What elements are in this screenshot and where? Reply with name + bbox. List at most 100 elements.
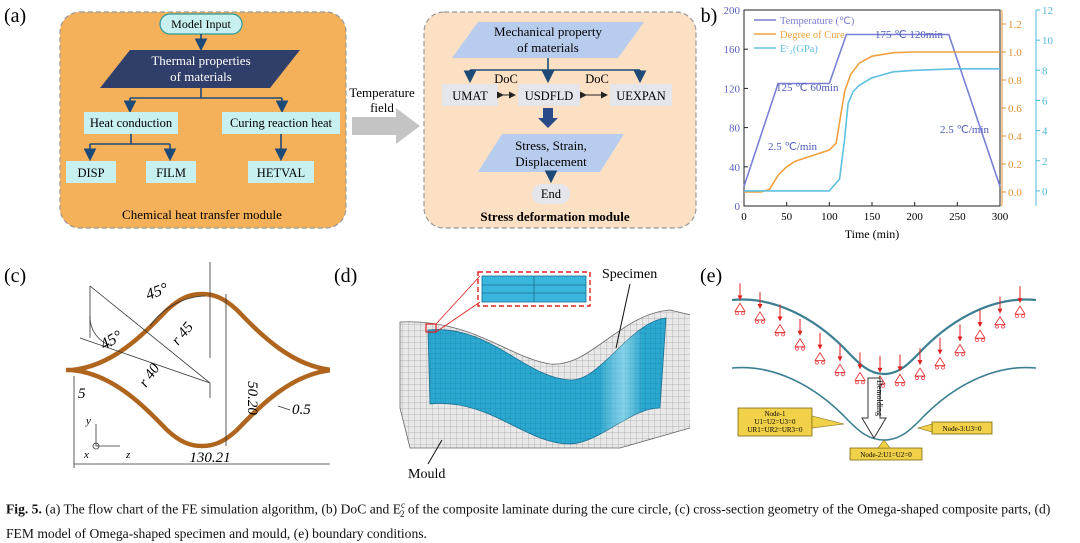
node1-text-3: UR1=UR2=UR3=0 — [747, 426, 803, 434]
y-right2-tick-label: 6 — [1042, 95, 1048, 107]
series-line-3 — [744, 68, 1000, 192]
arrow-to-ssd — [538, 108, 558, 128]
support-roller — [761, 320, 765, 324]
node2-pointer — [877, 439, 891, 449]
pressure-arrow-head — [757, 303, 763, 309]
y-left-tick-label: 80 — [729, 123, 741, 135]
usdfld-text: USDFLD — [525, 89, 574, 103]
legend-label-3: Eᶜ₂(GPa) — [780, 44, 818, 55]
support-roller — [995, 324, 999, 329]
figure-caption: Fig. 5. (a) The flow chart of the FE sim… — [6, 496, 1076, 543]
doc-right-text: DoC — [585, 72, 609, 86]
width-text: 130.21 — [189, 450, 230, 466]
anno-seg1: 125 ℃ 60min — [776, 82, 839, 94]
angle-arc-top — [149, 295, 206, 327]
axis-origin — [92, 442, 100, 450]
usdfld-box — [518, 84, 580, 106]
uexpan-text: UEXPAN — [616, 89, 666, 103]
axis-y-text: y — [85, 415, 91, 427]
pressure-arrow-head — [877, 367, 883, 373]
node3-pointer — [916, 423, 933, 433]
curing-heat-text: Curing reaction heat — [230, 116, 333, 130]
x-tick-label: 250 — [949, 211, 966, 223]
mould-leader — [427, 439, 443, 465]
ssd-text-2: Displacement — [515, 154, 587, 169]
y-right2-tick-label: 10 — [1042, 35, 1054, 47]
y-right2-tick-label: 8 — [1042, 65, 1048, 77]
pressure-arrow-head — [837, 356, 843, 362]
support-roller — [1021, 314, 1025, 318]
y-right2-tick-label: 2 — [1042, 156, 1048, 168]
support-roller — [755, 320, 759, 324]
panel-c: (c) 45° 45° r 45 r 40 50.20 5 0.5 130.21… — [4, 262, 330, 468]
hetval-text: HETVAL — [257, 166, 305, 180]
support-roller — [921, 376, 925, 380]
construct-line-2 — [89, 285, 211, 384]
laminate-curve-top — [731, 298, 1037, 376]
support-roller — [1015, 314, 1019, 318]
zoom-line-1 — [435, 275, 481, 325]
node3-text: Node-3:U3=0 — [943, 425, 982, 433]
x-tick-label: 150 — [864, 211, 881, 223]
support-roller — [801, 347, 805, 351]
node1-text-2: U1=U2=U3=0 — [754, 418, 796, 426]
support-roller — [881, 384, 885, 388]
support-triangle — [774, 323, 786, 333]
umat-text: UMAT — [452, 89, 488, 103]
support-triangle — [1014, 305, 1026, 315]
panel-e: (e) Demolding Node-1 U1=U2=U3=0 UR1=UR2=… — [700, 265, 1037, 461]
support-triangle — [914, 367, 926, 377]
film-box — [146, 161, 196, 183]
temperature-field-arrow — [352, 108, 420, 144]
specimen-label: Specimen — [602, 267, 657, 282]
y-right1-tick-label: 0.0 — [1008, 187, 1022, 199]
anno-seg2: 175 ℃ 120min — [875, 29, 943, 41]
pressure-arrow-head — [857, 364, 863, 370]
panel-b-label: (b) — [700, 5, 717, 27]
pressure-arrow-head — [897, 366, 903, 372]
node1-text-1: Node-1 — [765, 410, 786, 418]
demolding-arrow — [861, 377, 887, 439]
support-roller — [1001, 324, 1005, 329]
thermal-text-2: of materials — [170, 69, 232, 84]
axis-z-text: z — [125, 449, 131, 461]
x-tick-label: 50 — [781, 211, 793, 223]
model-input-text: Model Input — [171, 17, 231, 31]
support-roller — [815, 360, 819, 365]
pressure-arrow-head — [737, 295, 743, 301]
support-triangle — [934, 356, 946, 367]
node1-pointer — [811, 415, 845, 429]
uexpan-box — [610, 84, 672, 106]
x-axis-label: Time (min) — [845, 227, 900, 241]
zoom-line-2 — [435, 301, 481, 333]
y-right2-tick-label: 4 — [1042, 126, 1048, 138]
heat-conduction-box — [84, 112, 178, 134]
zoom-source-box — [425, 323, 437, 333]
specimen-leader — [615, 283, 631, 349]
y-right1-tick-label: 0.6 — [1008, 103, 1022, 115]
pressure-arrow-head — [777, 316, 783, 322]
pressure-arrow-head — [917, 360, 923, 366]
support-roller — [981, 338, 985, 342]
legend-label-2: Degree of Cure — [780, 30, 845, 41]
x-tick-label: 300 — [992, 211, 1009, 223]
support-triangle — [954, 343, 966, 353]
y-right1-tick-label: 0.2 — [1008, 159, 1022, 171]
angle-arc-left — [89, 315, 113, 347]
curing-heat-box — [222, 112, 340, 134]
y-right1-tick-label: 1.0 — [1008, 47, 1022, 59]
panel-a: (a) Model Input Thermal properties of ma… — [4, 5, 697, 229]
y-right2-tick-label: 12 — [1042, 5, 1053, 17]
pressure-arrow-head — [817, 344, 823, 350]
panel-e-label: (e) — [700, 265, 722, 287]
support-triangle — [814, 351, 826, 362]
support-roller — [835, 372, 839, 377]
y-right2-tick-label: 0 — [1042, 186, 1048, 198]
specimen-highlight — [428, 318, 666, 444]
y-left-tick-label: 120 — [724, 83, 741, 95]
support-triangle — [994, 315, 1006, 326]
pressure-arrow-head — [937, 349, 943, 355]
axis-x-text: x — [83, 449, 89, 461]
demolding-text: Demolding — [875, 380, 884, 416]
